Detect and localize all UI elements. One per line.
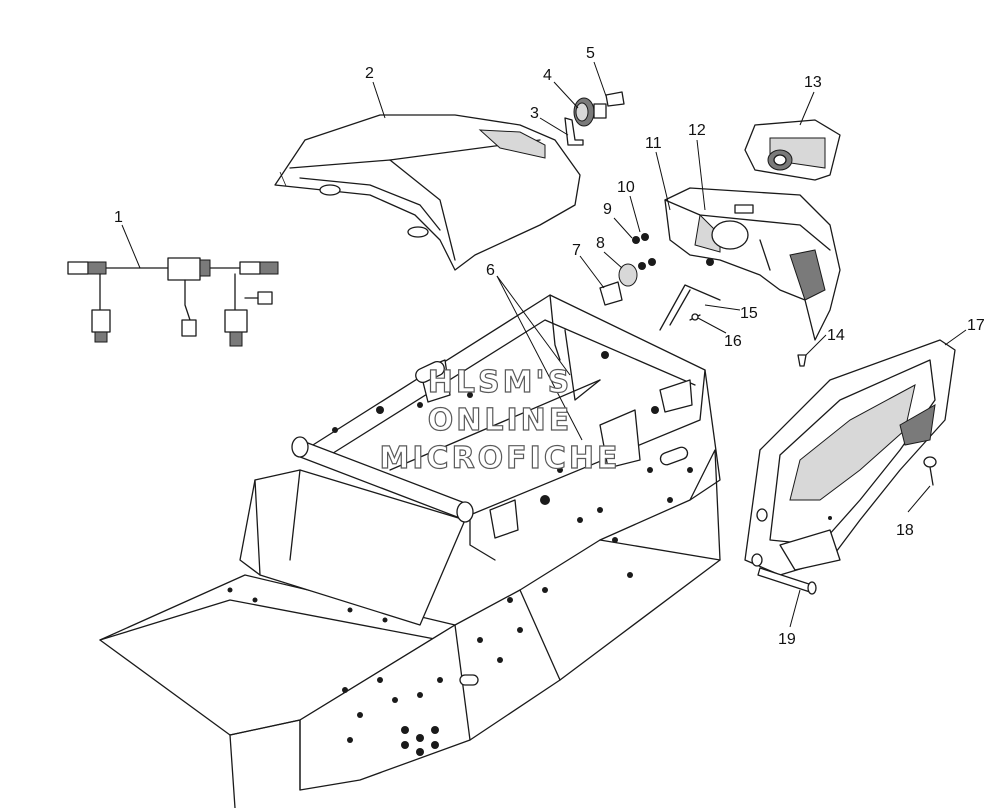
callout-12: 12 <box>688 122 706 139</box>
callout-17: 17 <box>967 317 985 334</box>
callout-13: 13 <box>804 74 822 91</box>
taillight-housing <box>664 187 841 341</box>
callout-18: 18 <box>896 522 914 539</box>
watermark-line-1: HLSM'S <box>428 365 572 400</box>
panel-bolt-19 <box>757 567 817 595</box>
callout-2: 2 <box>365 65 374 82</box>
storage-lid <box>274 114 581 271</box>
callout-8: 8 <box>596 235 605 252</box>
callout-5: 5 <box>586 45 595 62</box>
watermark-line-2: ONLINE <box>428 403 573 438</box>
bracket-and-screw <box>659 284 721 331</box>
watermark: HLSM'S ONLINE MICROFICHE <box>379 364 621 476</box>
callout-7: 7 <box>572 242 581 259</box>
callout-4: 4 <box>543 67 552 84</box>
callout-14: 14 <box>827 327 845 344</box>
callout-15: 15 <box>740 305 758 322</box>
callout-6: 6 <box>486 262 495 279</box>
tail-lamp <box>744 119 841 181</box>
wire-harness <box>67 257 279 347</box>
callout-3: 3 <box>530 105 539 122</box>
callout-16: 16 <box>724 333 742 350</box>
small-fasteners <box>632 233 714 270</box>
callout-10: 10 <box>617 179 635 196</box>
callout-11: 11 <box>645 135 662 152</box>
callout-1: 1 <box>114 209 123 226</box>
callout-labels: 1 2 3 4 5 6 7 8 9 10 11 12 13 14 15 16 1… <box>114 45 985 648</box>
knob-and-bumper <box>599 263 638 306</box>
lock-assembly <box>564 91 625 146</box>
callout-9: 9 <box>603 201 612 218</box>
callout-19: 19 <box>778 631 796 648</box>
tunnel-chassis <box>99 294 721 808</box>
panel-screw-18 <box>923 456 937 486</box>
watermark-line-3: MICROFICHE <box>380 441 621 476</box>
push-pin <box>797 354 807 367</box>
side-panel <box>744 339 956 576</box>
leader-lines <box>121 61 967 628</box>
